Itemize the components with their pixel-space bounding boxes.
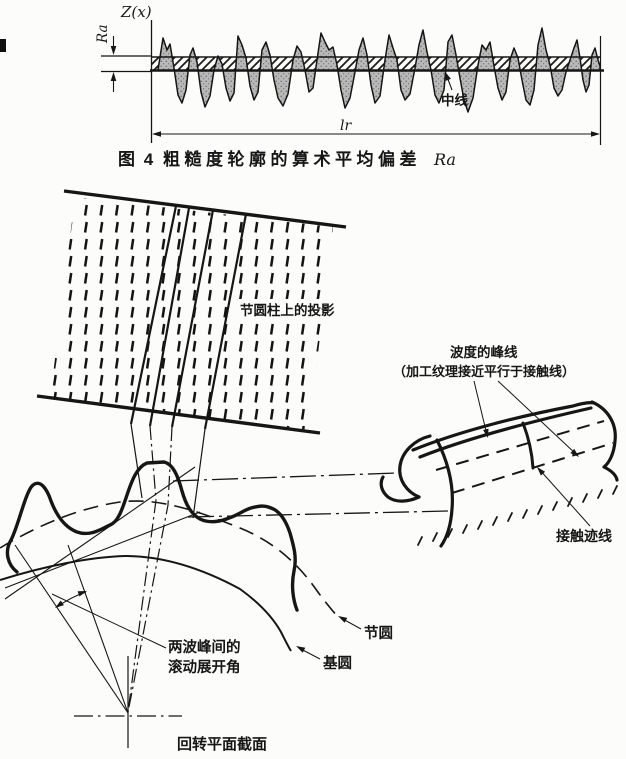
- midline-label: 中线: [441, 92, 468, 108]
- lr-arrowhead-right: [591, 131, 600, 137]
- base-circle-label: 基圆: [322, 654, 352, 672]
- figure-caption-text: 粗糙度轮廓的算术平均偏差: [163, 149, 421, 169]
- ra-arrowhead-down: [110, 46, 117, 55]
- wave-crest-label: 波度的峰线: [450, 344, 518, 360]
- base-circle-arc: [0, 554, 292, 652]
- waviness-crest-dashed-line-1: [435, 420, 605, 471]
- tooth-end-cap-left: [398, 434, 432, 499]
- radial-centerline-right: [127, 426, 173, 713]
- tooth-crest-lower-edge: [418, 406, 593, 459]
- base-circle-arrowhead: [296, 646, 306, 653]
- helical-tooth-3d-view: [379, 400, 619, 548]
- z-axis-label: Z(x): [120, 3, 152, 21]
- wave-crest-arrowhead-2: [570, 448, 579, 457]
- radial-centerline-left: [127, 425, 157, 713]
- projection-top-edge: [63, 189, 347, 229]
- figure-caption-symbol: Ra: [433, 150, 456, 169]
- figure1-roughness-profile: Z(x) Ra 中线 lr 图 4 粗糙度轮廓的算术平均偏差 Ra: [0, 3, 604, 169]
- wave-crest-note: （加工纹理接近平行于接触线）: [393, 364, 575, 379]
- gear-tooth-profiles: [5, 460, 299, 612]
- scan-artifact: [0, 39, 6, 52]
- contact-trace-curve: [521, 421, 535, 470]
- contact-trace-arrowhead: [537, 467, 546, 476]
- roll-angle-label-line2: 滚动展开角: [168, 658, 241, 676]
- flank-projection-line-left: [130, 423, 143, 499]
- lr-label: lr: [340, 118, 352, 134]
- radial-line-left: [14, 544, 129, 714]
- pitch-circle-arrowhead: [338, 616, 348, 623]
- roll-angle-arrowhead-right: [77, 591, 87, 597]
- wave-crest-leader-2: [497, 380, 578, 456]
- phantom-line-lower: [187, 510, 450, 518]
- projected-flank-lines: [129, 205, 248, 430]
- roll-angle-leader: [51, 593, 167, 649]
- roll-angle-label-line1: 两波峰间的: [168, 638, 241, 656]
- roll-angle-arrowhead-left: [55, 600, 64, 608]
- projection-bottom-edge: [36, 394, 321, 435]
- ra-dimension-label: Ra: [95, 24, 111, 44]
- radial-line-right: [67, 544, 129, 714]
- tangent-line-lower: [4, 511, 201, 589]
- wave-crest-arrowhead-1: [483, 428, 489, 438]
- flank-projection-line-right: [192, 428, 206, 519]
- tooth-face-front-edge: [435, 438, 454, 548]
- ra-arrowhead-up: [110, 72, 117, 81]
- tooth-end-hook-left: [379, 475, 421, 503]
- figure-number: 图 4: [118, 150, 155, 169]
- phantom-line-upper: [172, 472, 398, 482]
- projection-label-backing: [236, 299, 335, 319]
- contact-trace-label: 接触迹线: [556, 528, 612, 544]
- tooth-crest-upper-edge: [411, 401, 596, 452]
- roughness-profile-shape: [157, 27, 601, 113]
- figure2-gear-diagram: 节圆柱上的投影 两波峰间的 滚动展开角 回转平面截面: [0, 189, 619, 753]
- midline-arrowhead: [445, 71, 451, 81]
- pitch-circle-label: 节圆: [364, 625, 393, 642]
- projection-label: 节圆柱上的投影: [240, 302, 335, 318]
- machining-tick-marks: [417, 485, 618, 546]
- contact-trace-leader: [538, 468, 591, 527]
- lr-arrowhead-left: [152, 131, 161, 137]
- pitch-cylinder-projection-field: [50, 197, 333, 430]
- wave-crest-leader-1: [473, 380, 488, 436]
- tooth-end-cap-right: [590, 400, 619, 482]
- figure1-caption: 图 4 粗糙度轮廓的算术平均偏差 Ra: [118, 149, 456, 169]
- section-label: 回转平面截面: [177, 735, 267, 753]
